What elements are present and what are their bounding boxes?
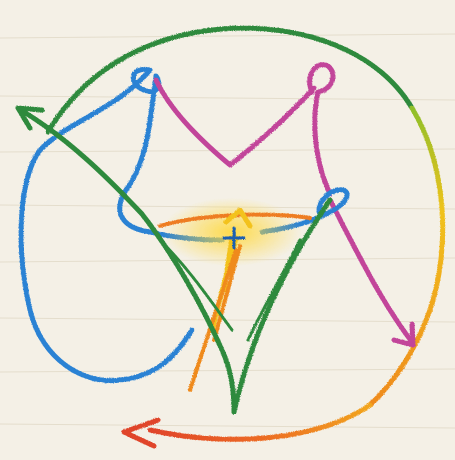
magenta-right-loop xyxy=(310,65,333,194)
right-outer-arc xyxy=(370,108,443,405)
orange-lower-stroke xyxy=(190,246,240,390)
magenta-heart-top xyxy=(156,80,314,165)
bottom-outer-arc xyxy=(150,405,370,439)
green-outer-arc xyxy=(48,28,412,132)
